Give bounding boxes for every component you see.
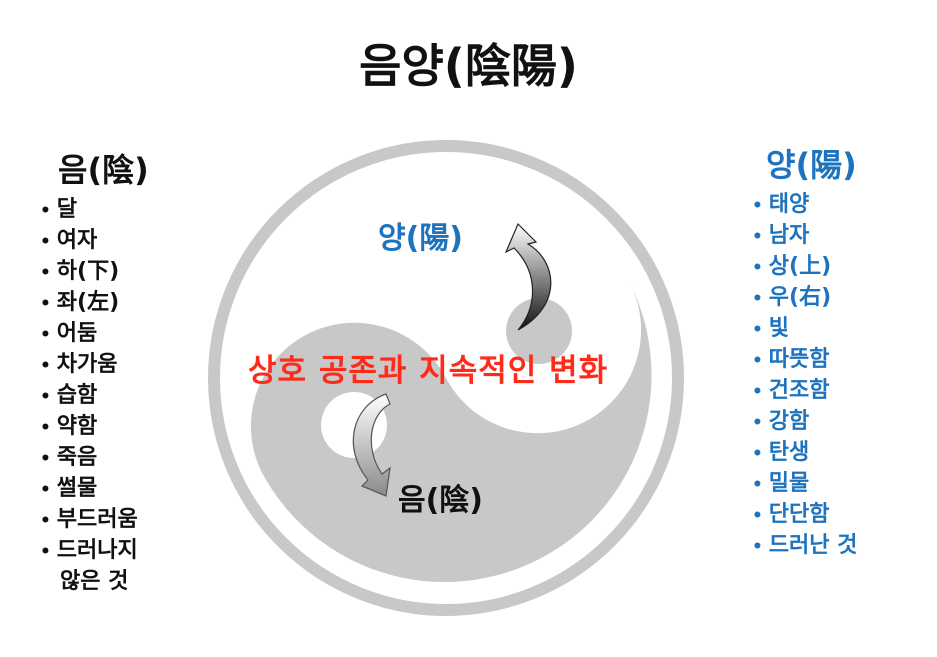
- list-item: 강함: [752, 407, 857, 438]
- taiji-yin-dot: [506, 298, 572, 364]
- taiji-diagram: [208, 140, 684, 616]
- page-title: 음양(陰陽): [359, 39, 578, 93]
- list-item: 빛: [752, 314, 857, 345]
- list-item: 태양: [752, 190, 857, 221]
- list-item: 어둠: [40, 319, 149, 350]
- yin-column: 음(陰) 달 여자 하(下) 좌(左) 어둠 차가움 습함 약함 죽음 썰물 부…: [40, 145, 149, 598]
- list-item: 단단함: [752, 500, 857, 531]
- list-item: 드러난 것: [752, 531, 858, 562]
- center-caption: 상호 공존과 지속적인 변화: [248, 353, 609, 389]
- yang-heading: 양(陽): [766, 146, 857, 184]
- list-item: 여자: [40, 226, 149, 257]
- yang-label: 양(陽): [378, 221, 464, 256]
- list-item: 건조함: [752, 376, 857, 407]
- list-item: 우(右): [752, 283, 857, 314]
- list-item: 밀물: [752, 469, 857, 500]
- list-item: 상(上): [752, 252, 857, 283]
- curved-arrow-down-icon: [352, 393, 391, 497]
- list-item: 달: [40, 195, 149, 226]
- yin-list: 달 여자 하(下) 좌(左) 어둠 차가움 습함 약함 죽음 썰물 부드러움 드…: [40, 195, 149, 598]
- curved-arrow-up-icon: [504, 222, 552, 331]
- list-item: 부드러움: [40, 505, 149, 536]
- yang-list: 태양 남자 상(上) 우(右) 빛 따뜻함 건조함 강함 탄생 밀물 단단함 드…: [752, 190, 858, 562]
- list-item: 습함: [40, 381, 149, 412]
- list-item: 좌(左): [40, 288, 149, 319]
- list-item: 남자: [752, 221, 857, 252]
- list-item: 드러나지: [40, 536, 149, 567]
- list-item: 탄생: [752, 438, 857, 469]
- taiji-yin-half: [250, 284, 652, 583]
- list-item: 차가움: [40, 350, 149, 381]
- list-item: 약함: [40, 412, 149, 443]
- list-item: 하(下): [40, 257, 149, 288]
- list-item: 따뜻함: [752, 345, 857, 376]
- list-item: 썰물: [40, 474, 149, 505]
- yin-label: 음(陰): [398, 483, 484, 518]
- yin-heading: 음(陰): [58, 151, 149, 189]
- list-item: 않은 것: [60, 569, 129, 594]
- yang-column: 양(陽) 태양 남자 상(上) 우(右) 빛 따뜻함 건조함 강함 탄생 밀물 …: [752, 140, 857, 562]
- list-item: 죽음: [40, 443, 149, 474]
